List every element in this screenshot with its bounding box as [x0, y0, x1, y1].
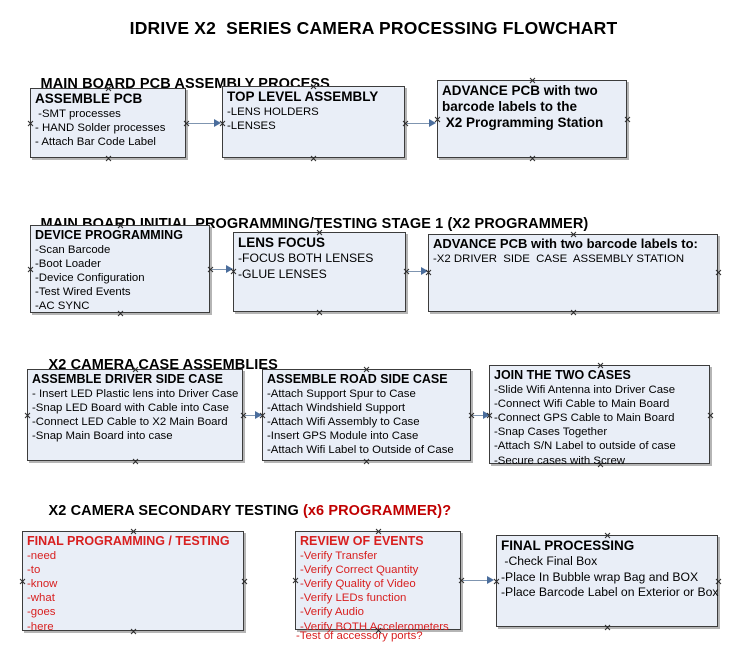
node-line: -Snap Main Board into case	[32, 430, 173, 443]
node-line: -Slide Wifi Antenna into Driver Case	[494, 383, 676, 396]
node-device-programming[interactable]: DEVICE PROGRAMMING -Scan Barcode -Boot L…	[30, 225, 210, 313]
node-line: -need	[27, 549, 57, 562]
node-title: FINAL PROGRAMMING / TESTING	[27, 534, 230, 548]
node-line: - Insert LED Plastic lens into Driver Ca…	[32, 387, 239, 400]
node-title: JOIN THE TWO CASES	[494, 368, 631, 382]
node-title: ASSEMBLE ROAD SIDE CASE	[267, 372, 448, 386]
node-line: -Attach Wifi Label to Outside of Case	[267, 444, 454, 457]
node-line: -Verify Audio	[300, 606, 364, 619]
connector-line	[463, 580, 491, 581]
node-line: -SMT processes	[35, 108, 121, 120]
node-line: -GLUE LENSES	[238, 266, 327, 281]
node-line: barcode labels to the	[442, 99, 578, 114]
node-lens-focus[interactable]: LENS FOCUS -FOCUS BOTH LENSES -GLUE LENS…	[233, 232, 406, 312]
node-line: -Snap Cases Together	[494, 426, 608, 439]
node-line: -Connect GPS Cable to Main Board	[494, 411, 675, 424]
node-line: -Secure cases with Screw	[494, 454, 626, 467]
node-title: ADVANCE PCB with two barcode labels to:	[433, 236, 698, 251]
node-line: -goes	[27, 606, 56, 619]
node-title: ASSEMBLE PCB	[35, 91, 143, 106]
connector-arrowhead	[487, 576, 494, 584]
node-title: DEVICE PROGRAMMING	[35, 228, 183, 242]
node-line: -Attach Support Spur to Case	[267, 387, 416, 400]
node-line: -what	[27, 592, 55, 605]
node-title: LENS FOCUS	[238, 235, 326, 250]
node-line: -Snap LED Board with Cable into Case	[32, 401, 229, 414]
connector-arrowhead	[429, 119, 436, 127]
connector-line	[408, 271, 423, 272]
node-line: -Insert GPS Module into Case	[267, 430, 419, 443]
node-title: ADVANCE PCB with two	[442, 83, 598, 98]
connector-arrowhead	[226, 265, 233, 273]
node-line: -Connect Wifi Cable to Main Board	[494, 397, 670, 410]
connector-arrowhead	[255, 411, 262, 419]
node-line: -here	[27, 620, 54, 633]
connector-line	[407, 123, 431, 124]
node-line: -Check Final Box	[501, 554, 598, 568]
connector-arrowhead	[421, 267, 428, 275]
connector-line	[212, 269, 228, 270]
node-line: - HAND Solder processes	[35, 122, 166, 135]
node-top-level-assembly[interactable]: TOP LEVEL ASSEMBLY -LENS HOLDERS -LENSES	[222, 86, 405, 158]
node-line: -Verify Correct Quantity	[300, 563, 419, 576]
node-assemble-road-side-case[interactable]: ASSEMBLE ROAD SIDE CASE -Attach Support …	[262, 369, 471, 461]
node-line: -Place Barcode Label on Exterior or Box	[501, 585, 719, 599]
node-line: -to	[27, 563, 41, 576]
node-line: - Attach Bar Code Label	[35, 136, 156, 149]
node-assemble-driver-side-case[interactable]: ASSEMBLE DRIVER SIDE CASE - Insert LED P…	[27, 369, 243, 461]
node-line: -FOCUS BOTH LENSES	[238, 251, 374, 265]
node-review-of-events[interactable]: REVIEW OF EVENTS -Verify Transfer -Verif…	[295, 531, 461, 633]
node-title: ASSEMBLE DRIVER SIDE CASE	[32, 372, 224, 386]
node-line: -Connect LED Cable to X2 Main Board	[32, 415, 228, 428]
node-line: -Device Configuration	[35, 271, 145, 284]
node-final-programming-testing[interactable]: FINAL PROGRAMMING / TESTING -need -to -k…	[22, 531, 244, 633]
connector-line	[473, 415, 487, 416]
node-title: REVIEW OF EVENTS	[300, 534, 424, 548]
node-line: X2 Programming Station	[442, 115, 604, 130]
node-line: -Attach Windshield Support	[267, 401, 406, 414]
node-line: -Scan Barcode	[35, 243, 111, 256]
node-line: -know	[27, 577, 58, 590]
node-line: -Attach Wifi Assembly to Case	[267, 415, 420, 428]
node-line: -Verify BOTH Accelerometers	[300, 620, 449, 633]
node-final-processing[interactable]: FINAL PROCESSING -Check Final Box -Place…	[496, 535, 718, 627]
node-line: -X2 DRIVER SIDE CASE ASSEMBLY STATION	[433, 252, 685, 265]
node-line: -Verify LEDs function	[300, 592, 407, 605]
node-line: -Verify Quality of Video	[300, 577, 416, 590]
node-line: -Place In Bubble wrap Bag and BOX	[501, 569, 699, 584]
node-join-the-two-cases[interactable]: JOIN THE TWO CASES -Slide Wifi Antenna i…	[489, 365, 710, 467]
node-line: -AC SYNC	[35, 300, 90, 313]
section-heading-4-accent: (x6 PROGRAMMER)?	[302, 503, 452, 519]
connector-arrowhead	[483, 411, 490, 419]
node-title: TOP LEVEL ASSEMBLY	[227, 89, 379, 104]
node-review-of-events-overflow-line: -Test of accessory ports?	[296, 630, 423, 642]
connector-line	[188, 123, 216, 124]
node-line: -Boot Loader	[35, 257, 101, 270]
connector-arrowhead	[214, 119, 221, 127]
section-heading-4-text: X2 CAMERA SECONDARY TESTING	[48, 503, 303, 519]
node-assemble-pcb[interactable]: ASSEMBLE PCB -SMT processes - HAND Solde…	[30, 88, 186, 158]
page-title: IDRIVE X2 SERIES CAMERA PROCESSING FLOWC…	[129, 18, 618, 38]
section-heading-4: X2 CAMERA SECONDARY TESTING (x6 PROGRAMM…	[32, 487, 452, 535]
node-line: -LENS HOLDERS	[227, 106, 319, 118]
node-title: FINAL PROCESSING	[501, 538, 635, 553]
node-line: -Attach S/N Label to outside of case	[494, 440, 676, 453]
node-line: -Test Wired Events	[35, 286, 131, 299]
node-line: -LENSES	[227, 120, 276, 133]
node-advance-pcb-x2-programming[interactable]: ADVANCE PCB with two barcode labels to t…	[437, 80, 627, 158]
connector-line	[245, 415, 259, 416]
node-advance-pcb-driver-side[interactable]: ADVANCE PCB with two barcode labels to: …	[428, 234, 718, 312]
node-line: -Verify Transfer	[300, 549, 378, 562]
